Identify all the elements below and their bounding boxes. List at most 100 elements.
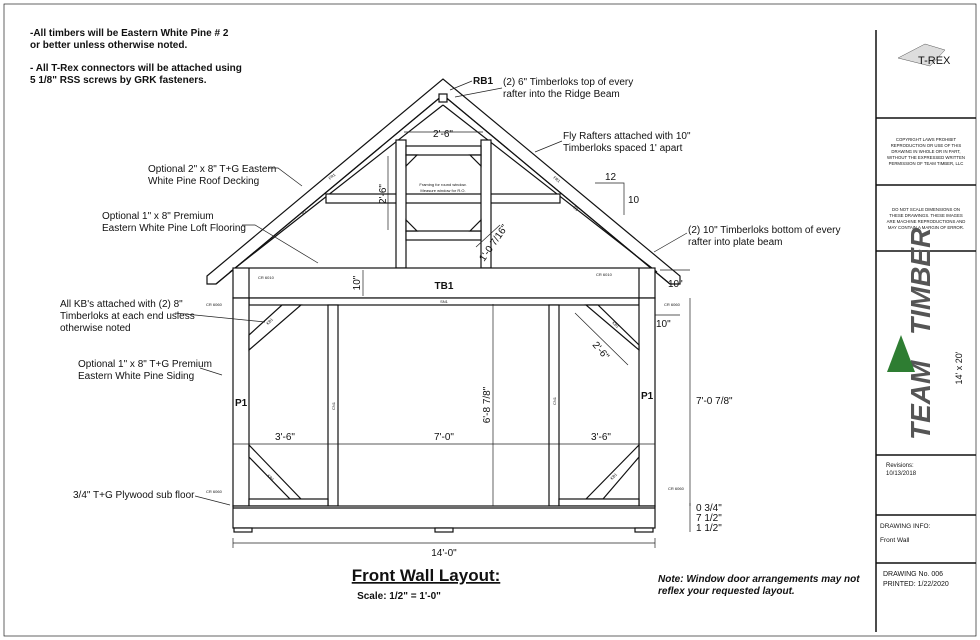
callout-text: 3/4" T+G Plywood sub floor: [73, 490, 195, 501]
drawing-number: DRAWING No. 006: [883, 571, 943, 578]
dimension-label: 14'-0": [431, 548, 457, 559]
wall-framing: TB1 CR 6010 CR 6010 SN1 P1 P1 CN1 CN1 KB…: [206, 267, 685, 533]
svg-text:T-REX: T-REX: [918, 55, 951, 67]
callout-text: Eastern White Pine Siding: [78, 371, 194, 382]
post-label: P1: [641, 391, 654, 402]
dimension-label: 3'-6": [591, 432, 611, 443]
stud-label: CN1: [552, 396, 557, 405]
disclaimer: reflex your requested layout.: [658, 586, 795, 597]
drawing-info-label: DRAWING INFO:: [880, 523, 931, 530]
window-sill: [405, 230, 482, 241]
callouts: RB1 (2) 6" Timberloks top of every rafte…: [60, 76, 841, 506]
dimension-label: 7 1/2": [696, 513, 722, 524]
callout-text: (2) 6" Timberloks top of every: [503, 77, 633, 88]
callout-text: Timberloks spaced 1' apart: [563, 143, 683, 154]
svg-text:THESE DRAWINGS. THESE IMAGES: THESE DRAWINGS. THESE IMAGES: [889, 213, 963, 218]
printed-date: PRINTED: 1/22/2020: [883, 581, 949, 588]
dimension-label: 2'-6": [433, 129, 453, 140]
svg-text:ARE MACHINE REPRODUCTIONS AND: ARE MACHINE REPRODUCTIONS AND: [887, 219, 966, 224]
dimension-label: 6'-8 7/8": [482, 386, 493, 423]
rafter-label: R1: [572, 205, 580, 213]
callout-text: Optional 2" x 8" T+G Eastern: [148, 164, 276, 175]
ridge-beam-label: RB1: [473, 76, 493, 87]
knee-brace: [584, 304, 640, 352]
callout-text: All KB's attached with (2) 8": [60, 299, 183, 310]
dimension-label: 7'-0 7/8": [696, 396, 733, 407]
dimension-label: 7'-0": [434, 432, 454, 443]
fly-rafter-label: FR1: [552, 175, 562, 184]
callout-text: rafter into plate beam: [688, 237, 783, 248]
drawing-title: Front Wall Layout:: [352, 566, 501, 585]
floor-system: [232, 505, 656, 529]
knee-brace: [248, 304, 303, 352]
dimension-label: 10": [656, 319, 671, 330]
window-header: [405, 145, 482, 156]
callout-text: White Pine Roof Decking: [148, 176, 259, 187]
knee-brace: [584, 443, 640, 500]
note-line: - All T-Rex connectors will be attached …: [30, 63, 242, 74]
dimension-label: 3'-6": [275, 432, 295, 443]
roof-framing: FR1 R1 FR1 R1 Framing for round window. …: [206, 78, 681, 285]
dimension-label: 2'-6": [590, 340, 612, 363]
brace-label: KB1: [265, 316, 274, 325]
callout-text: Optional 1" x 8" T+G Premium: [78, 359, 212, 370]
dimension-label: 1 1/2": [696, 523, 722, 534]
dimension-label: 2'-6": [378, 184, 389, 204]
rafter-label: R1: [300, 208, 308, 216]
revisions-label: Revisions:: [886, 463, 914, 469]
tree-icon: [887, 335, 915, 372]
callout-text: (2) 10" Timberloks bottom of every: [688, 225, 841, 236]
trex-logo: T-REX: [897, 43, 951, 67]
connector-label: CR 6060: [664, 302, 681, 307]
dimension-label: 10": [352, 275, 363, 290]
callout-text: Eastern White Pine Loft Flooring: [102, 223, 246, 234]
window-note: Framing for round window.: [419, 182, 466, 187]
svg-text:COPYRIGHT LAWS PROHIBIT: COPYRIGHT LAWS PROHIBIT: [896, 137, 957, 142]
pitch-rise: 10: [628, 195, 640, 206]
tie-beam-label: TB1: [435, 281, 454, 292]
drawing-info: Front Wall: [880, 537, 910, 544]
stud-label: CN1: [331, 401, 336, 410]
building-size: 14' x 20': [954, 351, 964, 384]
svg-text:DRAWING IN WHOLE OR IN PART,: DRAWING IN WHOLE OR IN PART,: [891, 149, 960, 154]
connector-label: CR 6010: [258, 275, 275, 280]
brace-label: KB1: [266, 473, 275, 482]
post-label: P1: [235, 398, 248, 409]
title-block: T-REX COPYRIGHT LAWS PROHIBIT REPRODUCTI…: [875, 30, 976, 632]
callout-text: Timberloks at each end usless: [60, 311, 195, 322]
svg-text:DO NOT SCALE DIMENSIONS ON: DO NOT SCALE DIMENSIONS ON: [892, 207, 960, 212]
dimension-label: 10": [668, 279, 683, 290]
brace-label: KB1: [611, 320, 620, 329]
drawing-scale: Scale: 1/2" = 1'-0": [357, 591, 441, 602]
svg-text:WITHOUT THE EXPRESSED WRITTEN: WITHOUT THE EXPRESSED WRITTEN: [887, 155, 965, 160]
pitch-run: 12: [605, 172, 617, 183]
svg-text:MAY CONTAIN A MARGIN OF ERROR.: MAY CONTAIN A MARGIN OF ERROR.: [888, 225, 964, 230]
fly-rafter-label: FR1: [327, 172, 337, 181]
revisions-date: 10/13/2018: [886, 471, 917, 477]
svg-text:TIMBER: TIMBER: [905, 227, 936, 335]
callout-text: otherwise noted: [60, 323, 131, 334]
general-notes: -All timbers will be Eastern White Pine …: [30, 28, 242, 86]
knee-brace: [248, 443, 303, 500]
connector-label: CR 6010: [596, 272, 613, 277]
connector-label: CR 6060: [206, 489, 223, 494]
note-line: -All timbers will be Eastern White Pine …: [30, 28, 229, 39]
disclaimer: Note: Window door arrangements may not: [658, 574, 860, 585]
gable-post: [395, 139, 407, 269]
dimension-label: 0 3/4": [696, 503, 722, 514]
window-note: Measure window for R.O.: [420, 188, 465, 193]
connector-label: CR 6060: [206, 302, 223, 307]
callout-text: Fly Rafters attached with 10": [563, 131, 691, 142]
sheet-border: [3, 3, 977, 637]
svg-text:TEAM: TEAM: [905, 360, 936, 440]
brace-label: KB1: [609, 471, 618, 480]
note-line: or better unless otherwise noted.: [30, 40, 187, 51]
tie-beam: [232, 267, 656, 299]
svg-text:REPRODUCTION OR USE OF THIS: REPRODUCTION OR USE OF THIS: [891, 143, 962, 148]
callout-text: Optional 1" x 8" Premium: [102, 211, 214, 222]
svg-text:PERMISSION OF TEAM TIMBER, LLC: PERMISSION OF TEAM TIMBER, LLC: [889, 161, 964, 166]
connector-label: CR 6060: [668, 486, 685, 491]
callout-text: rafter into the Ridge Beam: [503, 89, 620, 100]
note-line: 5 1/8" RSS screws by GRK fasteners.: [30, 75, 207, 86]
